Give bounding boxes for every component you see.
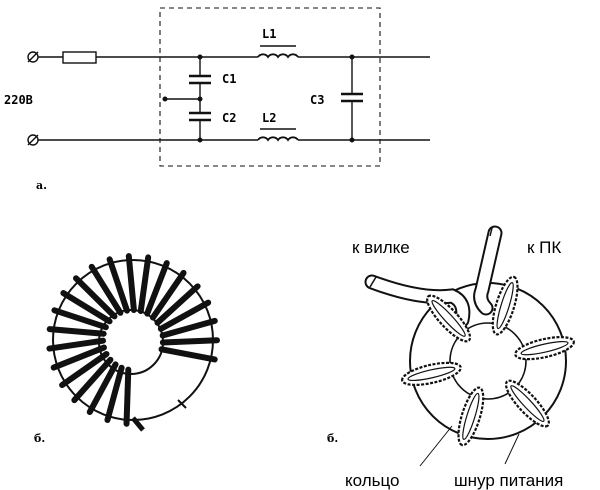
to-plug-label: к вилке: [352, 238, 410, 257]
cord-turn-inner: [407, 366, 456, 382]
winding-turn: [60, 290, 113, 325]
cord-turn-inner: [510, 385, 545, 422]
cord-turn: [491, 275, 519, 336]
to-pc-label: к ПК: [527, 238, 561, 257]
cord-turn-inner: [431, 300, 466, 337]
figure-a-label: а.: [36, 179, 47, 192]
l1-label: L1: [262, 27, 276, 41]
c1-label: C1: [222, 72, 236, 86]
power-cord-turns: [401, 275, 575, 447]
winding-turn: [158, 346, 218, 363]
cord-turn-inner: [496, 282, 514, 330]
cord-turn: [457, 386, 485, 447]
schematic: [27, 7, 430, 167]
cord-turn-inner: [520, 340, 569, 356]
voltage-label: 220В: [4, 93, 33, 107]
cord-turn-inner: [462, 392, 480, 440]
terminal-bottom: [27, 134, 39, 146]
winding-turn: [73, 275, 118, 320]
winding-turn: [50, 344, 107, 371]
winding-turn: [149, 269, 187, 321]
toroid-winding: [46, 253, 220, 432]
winding-turn: [123, 366, 132, 427]
figure-c-label: б.: [327, 432, 338, 445]
cord-leader: [504, 433, 520, 465]
inductor-l1: [257, 45, 299, 59]
winding-turn: [125, 253, 137, 314]
winding-turn: [51, 307, 109, 331]
winding-turn: [71, 356, 114, 404]
winding-turn: [106, 256, 130, 314]
winding-turn: [86, 361, 119, 416]
cord-turn: [514, 336, 575, 361]
winding-turn: [104, 364, 125, 424]
power-cord-label: шнур питания: [454, 471, 563, 490]
cord-turn: [401, 361, 462, 386]
capacitor-c3: [341, 57, 363, 140]
winding-turn: [59, 351, 110, 389]
fuse: [62, 51, 97, 64]
ring-label: кольцо: [345, 471, 400, 490]
c2-label: C2: [222, 111, 236, 125]
winding-turn: [154, 283, 201, 326]
ring-leader: [419, 425, 453, 467]
winding-turn: [157, 299, 212, 332]
l2-label: L2: [262, 111, 276, 125]
winding-lead: [131, 416, 145, 432]
capacitor-c2: [189, 111, 211, 140]
inductor-l2: [257, 128, 299, 142]
cord-turn: [504, 379, 550, 428]
winding-turn: [137, 254, 152, 315]
winding-turn: [46, 337, 107, 352]
winding-turn: [88, 263, 124, 316]
c3-label: C3: [310, 93, 324, 107]
cord-turn: [426, 294, 472, 343]
winding-tick: [177, 399, 187, 409]
figure-b-label: б.: [34, 432, 45, 445]
winding-turn: [159, 337, 220, 346]
winding-turn: [46, 326, 107, 337]
filter-enclosure: [159, 7, 381, 167]
winding-turn: [159, 317, 218, 339]
winding-turn: [144, 260, 170, 317]
terminal-top: [27, 51, 39, 63]
capacitor-c1: [189, 57, 211, 113]
